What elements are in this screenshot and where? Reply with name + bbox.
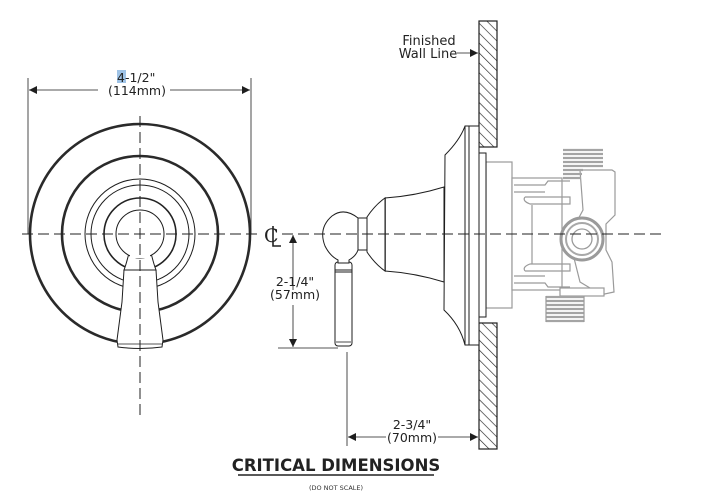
side-handle-lever (334, 261, 353, 347)
diameter-dimension-imperial-selected[interactable]: 4 (117, 70, 125, 85)
front-handle-neck-cover (130, 254, 150, 258)
rough-in-valve-body (485, 148, 616, 323)
title-block: CRITICAL DIMENSIONS (DO NOT SCALE) (232, 456, 441, 492)
valve-side-port-inner (571, 228, 593, 250)
side-escutcheon-back-plate (478, 152, 487, 318)
wall-section-lower (478, 322, 498, 450)
drawing-subtitle: (DO NOT SCALE) (309, 484, 363, 492)
side-handle (322, 211, 368, 347)
text-selection-highlight (117, 70, 126, 83)
side-handle-ball (322, 211, 359, 264)
valve-plaster-guard (485, 161, 513, 309)
wall-label-line2: Wall Line (399, 47, 457, 62)
valve-bottom-thread (545, 287, 605, 323)
finished-wall (478, 20, 498, 450)
valve-bottom-clip (514, 263, 571, 288)
diameter-dimension-imperial-rest: -1/2" (125, 70, 155, 85)
side-escutcheon-body (443, 125, 480, 346)
wall-label-line1: Finished (402, 34, 455, 49)
side-escutcheon (443, 125, 487, 346)
projection-imperial: 2-3/4" (393, 417, 431, 432)
diameter-dimension-metric: (114mm) (108, 83, 166, 98)
front-view: 4-1/2" (114mm) (22, 70, 262, 418)
valve-top-thread (563, 148, 603, 180)
handle-drop-imperial: 2-1/4" (276, 274, 314, 289)
valve-side-port-mid (565, 222, 599, 256)
wall-section-upper (478, 20, 498, 148)
centerline-symbol-c: C (264, 225, 279, 247)
handle-drop-metric: (57mm) (270, 287, 320, 302)
side-view: C 2-1/4" (57mm) 2-3/4" (70mm) Finished W… (264, 20, 664, 450)
drawing-title: CRITICAL DIMENSIONS (232, 456, 441, 475)
side-stem-cone (366, 197, 386, 272)
valve-top-clip (514, 180, 571, 205)
diameter-dimension-imperial[interactable]: 4-1/2" (117, 70, 155, 85)
centerline-symbol-l (272, 226, 281, 247)
centerline-symbol: C (264, 225, 279, 247)
projection-metric: (70mm) (387, 430, 437, 445)
